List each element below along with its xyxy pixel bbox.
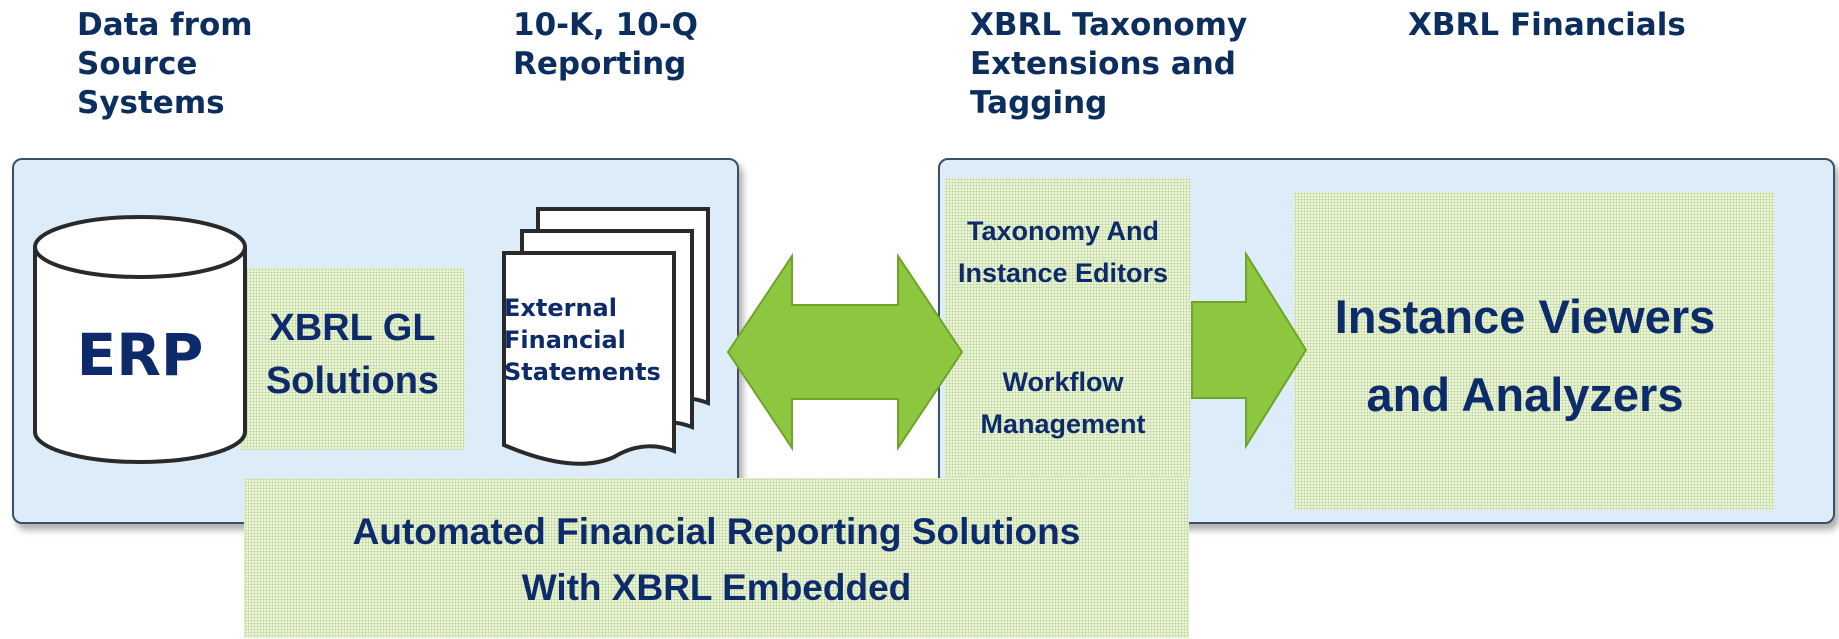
- statements-label: External Financial Statements: [504, 294, 661, 386]
- heading-financials: XBRL Financials: [1408, 7, 1686, 43]
- editors-label: Taxonomy And Instance Editors: [957, 216, 1169, 288]
- double-arrow-icon: [726, 252, 964, 452]
- viewers-label: Instance Viewers and Analyzers: [1334, 290, 1716, 421]
- workflow-label: Workflow Management: [980, 367, 1146, 439]
- heading-source-systems: Data from Source Systems: [77, 7, 253, 121]
- database-icon: [33, 215, 247, 464]
- right-arrow-icon: [1191, 250, 1308, 450]
- heading-reporting: 10-K, 10-Q Reporting: [513, 7, 698, 82]
- bottom-caption: Automated Financial Reporting Solutions …: [352, 511, 1081, 608]
- viewers-highlight: [1294, 192, 1774, 510]
- heading-taxonomy: XBRL Taxonomy Extensions and Tagging: [970, 7, 1248, 121]
- document-stack-icon: [502, 207, 710, 466]
- bottom-highlight: [244, 478, 1189, 638]
- gl-highlight: [240, 268, 465, 450]
- editors-highlight: [945, 178, 1190, 478]
- gl-solutions-label: XBRL GL Solutions: [265, 307, 440, 402]
- erp-label: ERP: [76, 321, 204, 389]
